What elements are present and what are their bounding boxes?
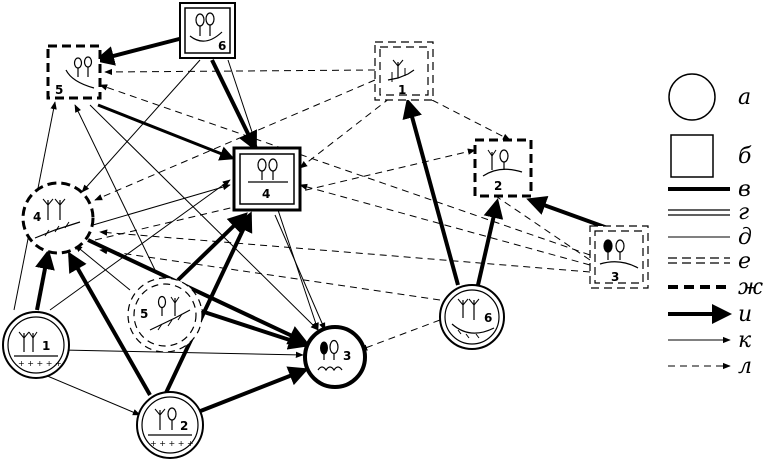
trees-icon xyxy=(149,295,191,331)
arrow-thick xyxy=(35,249,55,311)
shrub-icon: + + + + + xyxy=(14,331,62,368)
legend-letter-b: б xyxy=(738,144,752,169)
arrow-thick xyxy=(163,211,253,396)
arrow-thick xyxy=(97,103,235,161)
arrow-thin xyxy=(274,214,326,331)
arrow-thick xyxy=(402,98,460,286)
legend-letter-a: а xyxy=(738,85,751,110)
legend-letter-d: д xyxy=(738,225,752,250)
svg-text:+ + + + +: + + + + + xyxy=(150,439,194,448)
arrow-thin xyxy=(49,179,231,311)
arrow-dashed xyxy=(104,68,376,76)
legend-letter-e: е xyxy=(738,249,751,274)
arrow-dashed xyxy=(359,319,441,351)
legend-letter-l: л xyxy=(738,354,752,379)
arrow-thick xyxy=(526,196,614,232)
node-label: 4 xyxy=(262,187,270,201)
node-circle-3[interactable]: 3 xyxy=(303,325,367,389)
arrow-dashed xyxy=(99,247,441,301)
node-square-4[interactable]: 4 xyxy=(232,146,302,212)
arrow-thick xyxy=(176,212,248,282)
arrow-dashed xyxy=(299,183,591,266)
node-square-5[interactable]: 5 xyxy=(46,44,102,100)
node-label: 1 xyxy=(398,83,406,97)
node-square-6[interactable]: 6 xyxy=(179,2,236,59)
node-label: 2 xyxy=(494,179,502,193)
arrow-thick xyxy=(197,366,309,414)
trees-icon: + + + + + xyxy=(148,407,194,448)
trees-icon xyxy=(248,158,288,183)
trees-icon xyxy=(317,339,343,372)
node-circle-6[interactable]: 6 xyxy=(439,284,505,350)
trees-icon xyxy=(189,12,223,42)
node-circle-1[interactable]: + + + + + 1 xyxy=(2,311,70,379)
trees-icon xyxy=(599,239,639,269)
legend-letter-zh: ж xyxy=(738,275,763,300)
arrow-dashed xyxy=(299,97,391,169)
shrub-icon xyxy=(387,59,415,82)
arrow-dashed xyxy=(94,79,376,201)
arrow-thick xyxy=(197,308,309,350)
node-circle-2[interactable]: + + + + + 2 xyxy=(136,391,204,459)
arrow-dashed xyxy=(431,99,511,141)
node-label: 5 xyxy=(140,307,148,321)
node-label: 4 xyxy=(33,210,41,224)
node-label: 3 xyxy=(611,270,619,284)
arrow-thick xyxy=(210,59,257,152)
arrow-thick xyxy=(476,198,504,286)
node-circle-5[interactable]: 5 xyxy=(127,277,203,353)
trees-icon xyxy=(34,198,81,239)
legend-letter-k: к xyxy=(738,328,752,353)
node-square-1[interactable]: 1 xyxy=(374,41,434,101)
edges xyxy=(13,36,614,416)
arrow-thick xyxy=(94,36,184,66)
legend-letter-v: в xyxy=(738,177,751,202)
node-label: 5 xyxy=(55,83,63,97)
legend-letter-g: г xyxy=(738,200,749,225)
arrow-dashed xyxy=(99,84,591,256)
svg-text:+ + + + +: + + + + + xyxy=(18,359,62,368)
node-label: 2 xyxy=(180,419,188,433)
arrow-thin xyxy=(74,244,131,291)
arrow-thick xyxy=(68,251,152,396)
legend-symbol-circle xyxy=(668,73,716,121)
trees-icon xyxy=(65,56,95,89)
arrow-thin xyxy=(74,104,156,271)
trees-icon xyxy=(451,298,495,339)
node-square-3[interactable]: 3 xyxy=(589,225,649,289)
node-label: 6 xyxy=(484,311,492,325)
legend: а б в г д е ж и к л xyxy=(668,73,763,379)
arrow-dashed xyxy=(99,229,591,273)
node-label: 6 xyxy=(218,39,226,53)
arrow-thin xyxy=(81,59,201,193)
legend-letter-i: и xyxy=(738,302,752,327)
trees-icon xyxy=(482,149,523,177)
node-square-2[interactable]: 2 xyxy=(473,138,533,198)
arrow-thin xyxy=(89,104,319,331)
arrow-thin xyxy=(44,374,141,416)
node-label: 3 xyxy=(343,349,351,363)
legend-symbol-square xyxy=(670,134,714,178)
arrow-thin xyxy=(92,183,231,226)
arrow-thin xyxy=(61,349,304,359)
node-label: 1 xyxy=(42,339,50,353)
node-circle-4[interactable]: 4 xyxy=(21,181,95,255)
